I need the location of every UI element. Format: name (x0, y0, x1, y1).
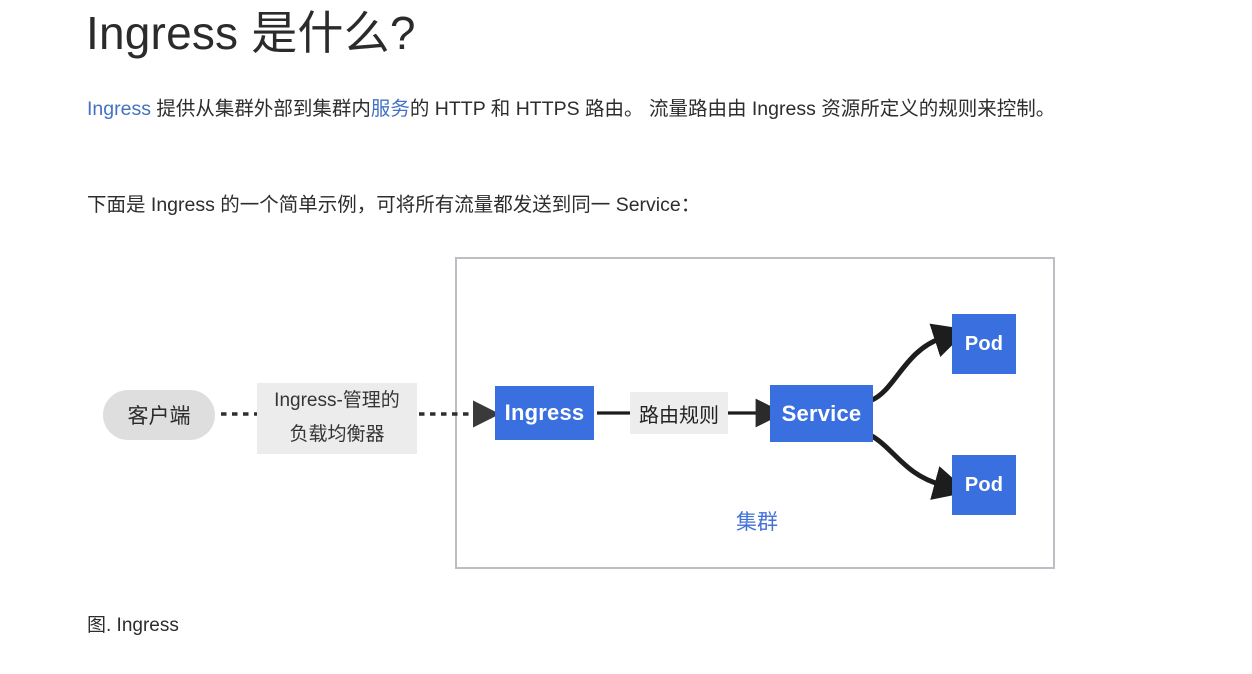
service-to-pod-top-connector (870, 323, 969, 403)
intro-text-part-2: 的 HTTP 和 HTTPS 路由。 流量路由由 Ingress 资源所定义的规… (409, 98, 1056, 120)
intro-paragraph: Ingress 提供从集群外部到集群内服务的 HTTP 和 HTTPS 路由。 … (87, 91, 1067, 127)
client-node: 客户端 (103, 390, 215, 440)
ingress-diagram: 集群 客户端 Ingress-管理的 负载均衡器 Ingress 路由规则 Se… (0, 240, 1252, 590)
cluster-label: 集群 (736, 511, 778, 534)
load-balancer-label-line-2: 负载均衡器 (289, 424, 385, 445)
routing-rules-label: 路由规则 (630, 392, 728, 434)
load-balancer-label: Ingress-管理的 负载均衡器 (257, 383, 417, 454)
figure-caption: 图. Ingress (87, 615, 179, 636)
load-balancer-label-line-1: Ingress-管理的 (274, 390, 400, 411)
ingress-node: Ingress (495, 386, 594, 440)
service-link[interactable]: 服务 (370, 98, 410, 120)
service-to-pod-bottom-connector (870, 433, 969, 500)
example-paragraph: 下面是 Ingress 的一个简单示例，可将所有流量都发送到同一 Service… (87, 194, 701, 216)
pod-node-bottom: Pod (952, 455, 1016, 515)
intro-text-part-1: 提供从集群外部到集群内 (150, 98, 371, 120)
ingress-link[interactable]: Ingress (87, 98, 151, 120)
service-node: Service (770, 385, 873, 442)
pod-node-top: Pod (952, 314, 1016, 374)
page-title: Ingress 是什么? (86, 7, 416, 59)
